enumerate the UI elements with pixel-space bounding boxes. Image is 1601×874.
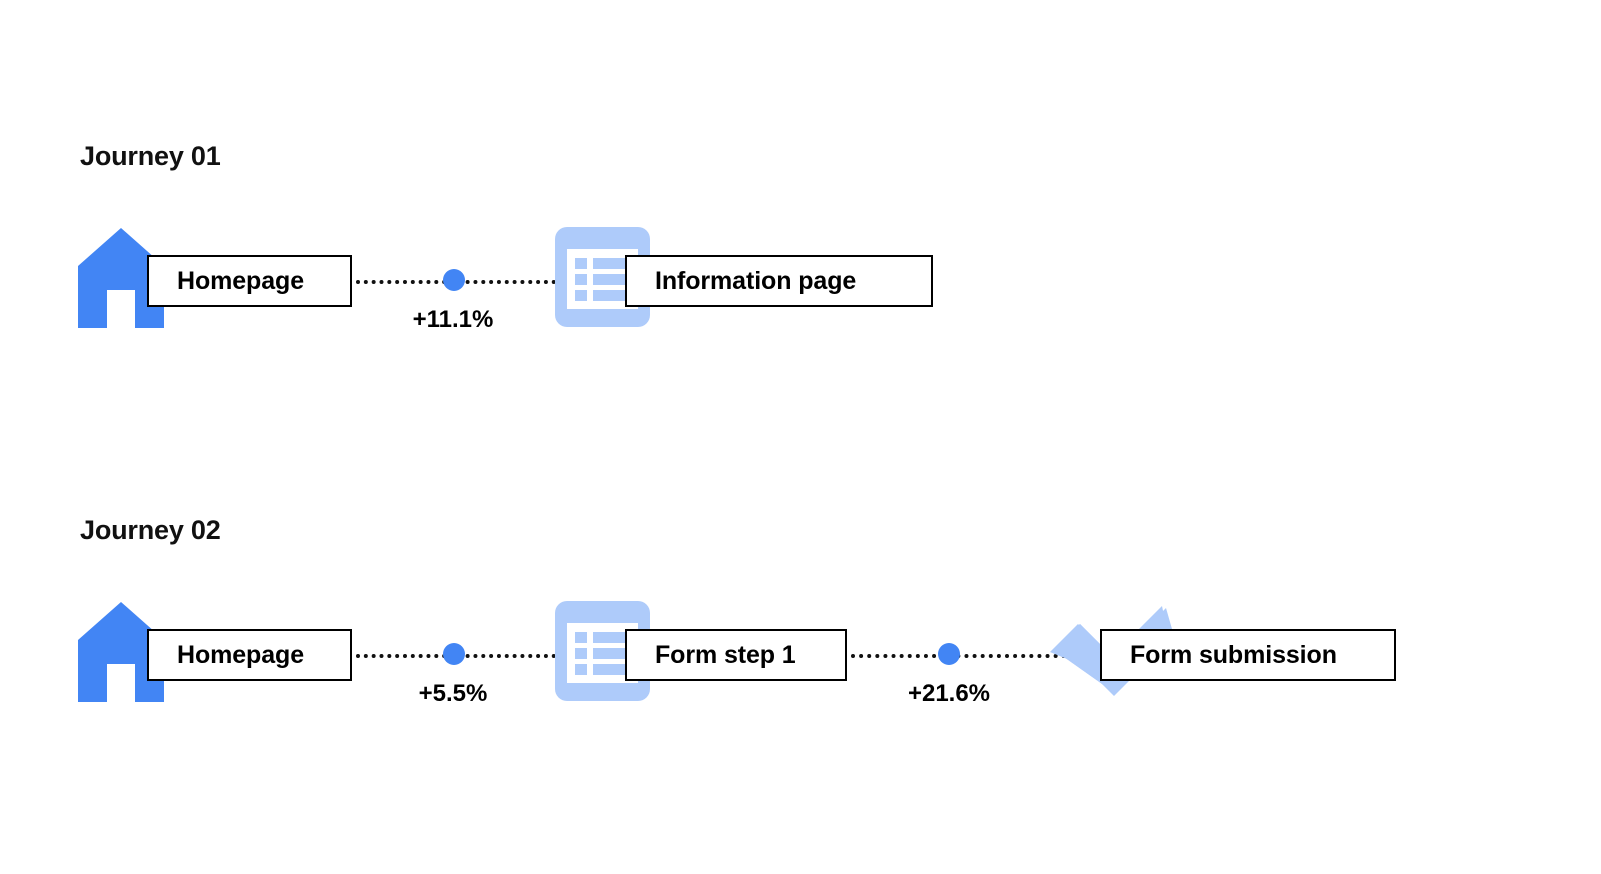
journey-02-step-1-box[interactable]: Homepage [147, 629, 352, 681]
journey-01-step-2-box[interactable]: Information page [625, 255, 933, 307]
journey-02-step-1-label: Homepage [177, 640, 305, 669]
journey-02-step-3-label: Form submission [1130, 640, 1337, 669]
journey-02-step-1-icon-wrap [78, 602, 164, 702]
journey-02-step-3-box[interactable]: Form submission [1100, 629, 1396, 681]
check-icon [1050, 606, 1174, 696]
journey-02-transition-2-delta: +21.6% [907, 680, 991, 707]
journey-02-step-2-label: Form step 1 [655, 640, 796, 669]
journey-02-step-2-box[interactable]: Form step 1 [625, 629, 847, 681]
home-icon [78, 602, 164, 702]
journey-01-title: Journey 01 [80, 141, 221, 171]
journey-01-transition-1-delta: +11.1% [412, 306, 494, 333]
home-icon [78, 228, 164, 328]
journey-01: Journey 01 Homepage +11.1% [0, 0, 1601, 400]
journey-01-step-1-label: Homepage [177, 266, 305, 295]
journey-01-step-1-icon-wrap [78, 228, 164, 328]
journey-02-title: Journey 02 [80, 515, 221, 545]
journey-02-step-3-icon-wrap [1046, 594, 1176, 716]
journey-02-flow: Homepage +5.5% [0, 596, 1601, 726]
journey-01-flow: Homepage +11.1% [0, 222, 1601, 352]
journey-02-transition-2-dot[interactable] [938, 643, 960, 665]
journey-02-transition-1-delta: +5.5% [418, 680, 488, 707]
journey-02: Journey 02 Homepage +5.5% [0, 374, 1601, 774]
journey-02-transition-1-dot[interactable] [443, 643, 465, 665]
journey-01-transition-1-dot[interactable] [443, 269, 465, 291]
journey-01-step-1-box[interactable]: Homepage [147, 255, 352, 307]
journey-01-step-2-label: Information page [655, 266, 857, 295]
